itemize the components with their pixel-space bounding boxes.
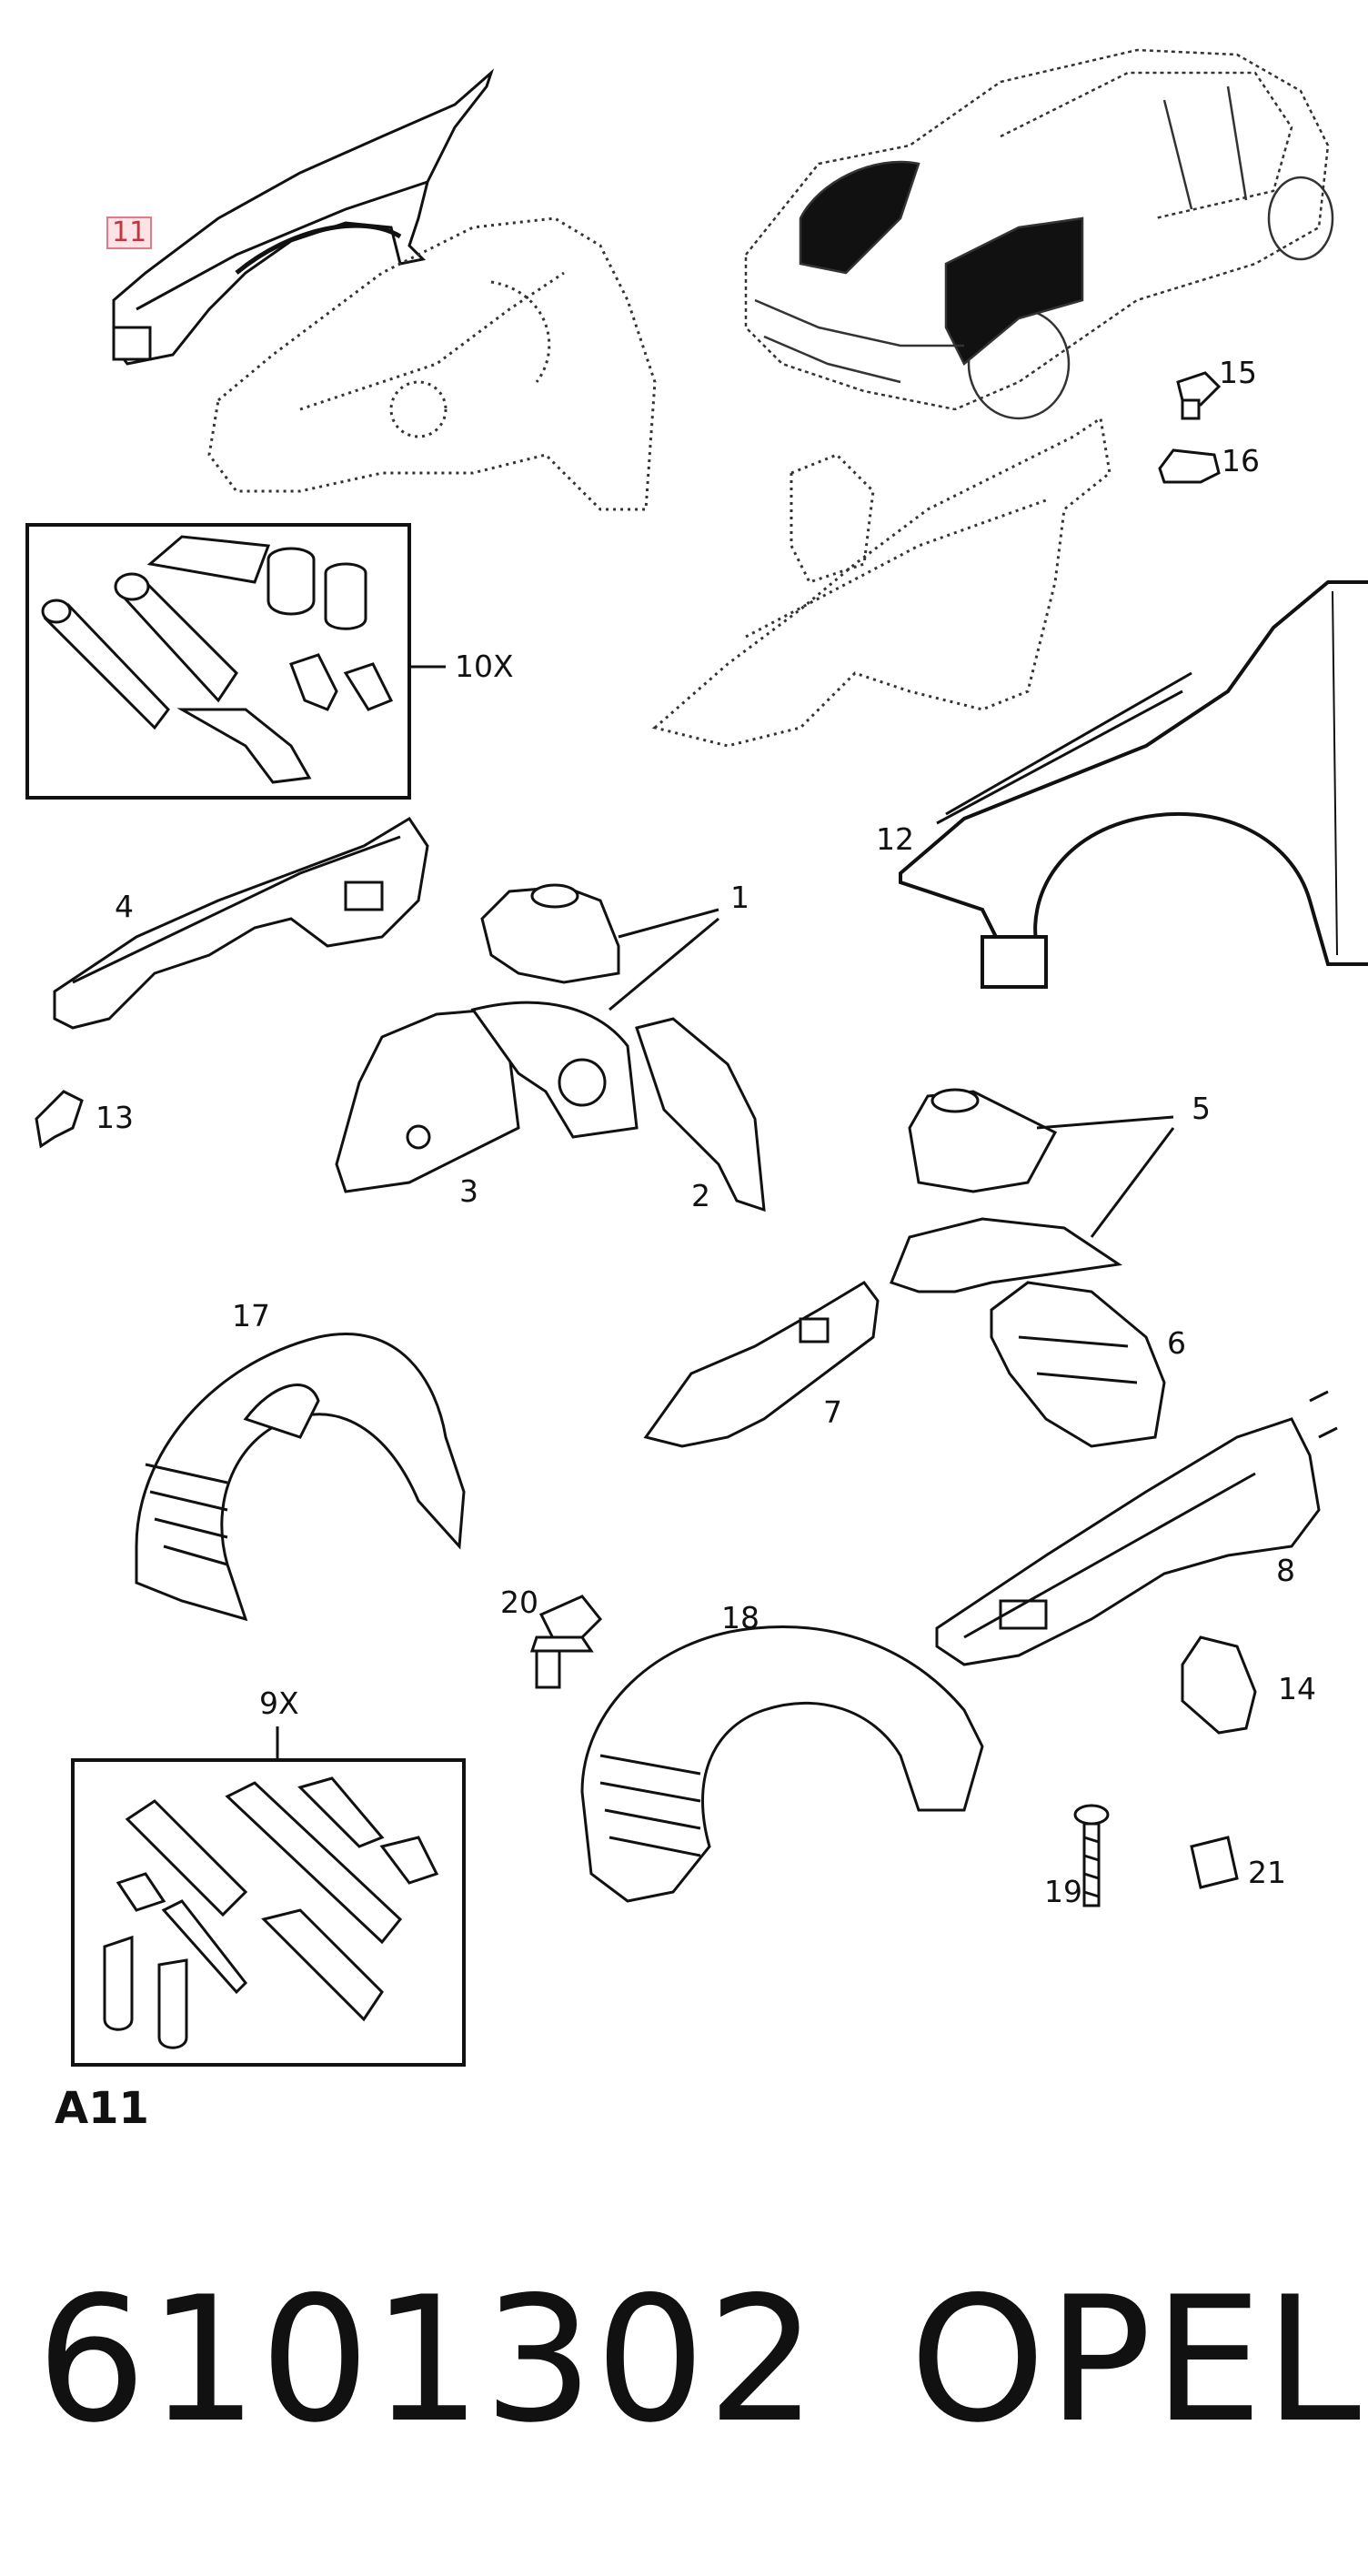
part-14-bracket — [1181, 1635, 1257, 1735]
callout-14: 14 — [1278, 1671, 1316, 1706]
kit-9x-box — [71, 1726, 466, 2067]
part-17-liner — [135, 1333, 466, 1622]
callout-19: 19 — [1044, 1874, 1082, 1909]
callout-10x: 10X — [455, 649, 514, 684]
part-1-cup — [480, 883, 620, 984]
leader-1a — [618, 908, 719, 939]
callout-7: 7 — [823, 1394, 842, 1430]
part-18-liner — [580, 1625, 984, 1903]
part-number: 6101302 — [36, 2259, 820, 2460]
ghost-structure-top — [207, 216, 657, 511]
part-12-fender — [899, 580, 1368, 989]
callout-5: 5 — [1192, 1091, 1211, 1126]
leader-1b — [609, 917, 719, 1011]
part-19-bolt — [1073, 1804, 1110, 1907]
part-6-arch — [890, 1217, 1166, 1448]
kit-10x-box — [25, 523, 411, 800]
part-13-clip — [35, 1090, 84, 1149]
part-5-cup — [908, 1088, 1058, 1193]
leader-5b — [1090, 1127, 1175, 1238]
callout-21: 21 — [1248, 1855, 1286, 1890]
callout-9x: 9X — [259, 1685, 299, 1721]
part-11-strut — [112, 68, 495, 366]
car-overview — [744, 48, 1334, 420]
callout-3: 3 — [459, 1173, 478, 1209]
callout-12: 12 — [876, 821, 914, 857]
callout-17: 17 — [232, 1298, 270, 1333]
part-2-arch — [635, 1017, 766, 1213]
callout-13: 13 — [96, 1100, 134, 1135]
callout-16: 16 — [1222, 443, 1260, 478]
part-20-clip — [529, 1595, 603, 1689]
part-3-arch — [335, 1001, 639, 1193]
callout-11: 11 — [106, 216, 153, 249]
callout-15: 15 — [1219, 355, 1257, 390]
brand-name: OPEL — [910, 2259, 1363, 2460]
leader-5a — [1036, 1115, 1174, 1130]
callout-4: 4 — [115, 889, 134, 924]
callout-18: 18 — [721, 1600, 759, 1635]
part-15-clip — [1176, 371, 1222, 420]
section-code: A11 — [55, 2083, 149, 2134]
callout-20: 20 — [500, 1585, 538, 1620]
part-16-nut — [1158, 448, 1221, 484]
callout-8: 8 — [1276, 1553, 1295, 1588]
callout-6: 6 — [1167, 1325, 1186, 1361]
part-8-rail — [935, 1390, 1338, 1666]
part-4-rail — [53, 816, 429, 1030]
ghost-structure-middle — [651, 416, 1112, 748]
part-7-bracket — [643, 1281, 880, 1448]
callout-1: 1 — [730, 880, 749, 915]
part-21-nut — [1190, 1836, 1239, 1889]
callout-2: 2 — [691, 1178, 710, 1213]
